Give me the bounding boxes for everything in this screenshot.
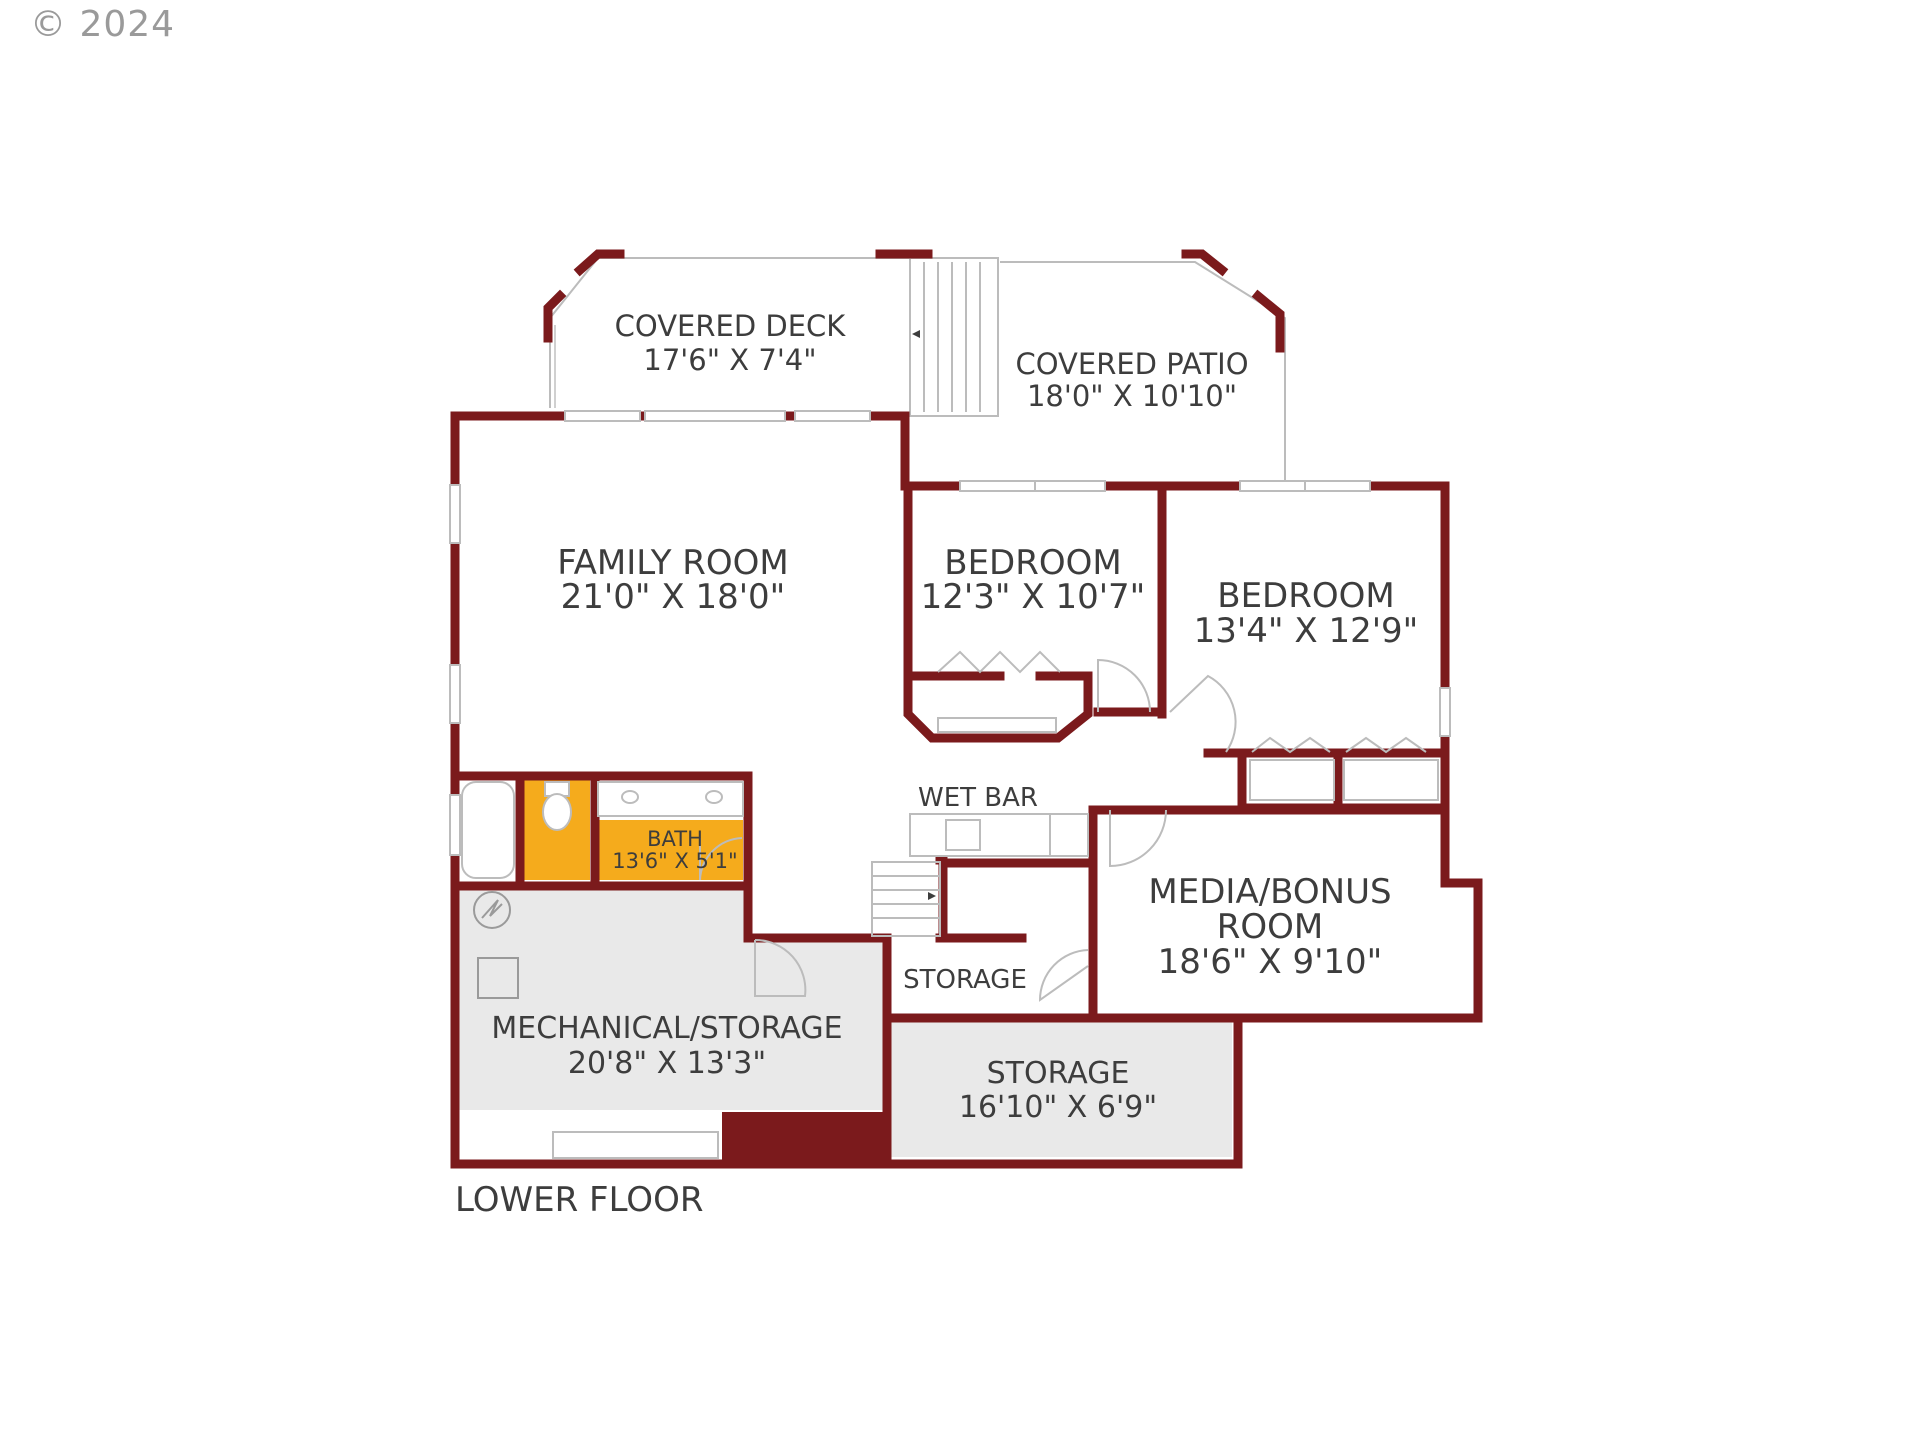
bedroom-1-name: BEDROOM — [944, 543, 1121, 583]
storage-large-name: STORAGE — [987, 1056, 1130, 1091]
bath-name: BATH — [647, 827, 703, 851]
wet-bar-name: WET BAR — [918, 783, 1038, 813]
covered-patio-outline — [1000, 261, 1286, 480]
storage-large-fill — [890, 1022, 1232, 1157]
bath-fixtures — [461, 781, 744, 879]
storage-large-dims: 16'10" X 6'9" — [959, 1090, 1157, 1125]
bedroom-2-name: BEDROOM — [1217, 576, 1394, 616]
family-room-dims: 21'0" X 18'0" — [561, 577, 786, 617]
mechanical-fixtures — [473, 891, 519, 999]
family-room-name: FAMILY ROOM — [557, 543, 789, 583]
covered-patio-dims: 18'0" X 10'10" — [1027, 379, 1237, 413]
covered-deck-outline — [549, 257, 910, 408]
outdoor-outlines — [549, 257, 1286, 480]
interior-stairs — [871, 861, 941, 937]
room-labels: COVERED DECK 17'6" X 7'4" COVERED PATIO … — [455, 309, 1418, 1220]
media-bonus-name-line2: ROOM — [1217, 907, 1323, 947]
windows — [449, 410, 1451, 1159]
bedroom-1-dims: 12'3" X 10'7" — [921, 577, 1146, 617]
floor-label: LOWER FLOOR — [455, 1180, 703, 1220]
walls — [450, 411, 1483, 1169]
deck-stair-treads — [923, 262, 981, 412]
covered-patio-name: COVERED PATIO — [1015, 347, 1248, 381]
doors — [699, 658, 1237, 1002]
bath-dims: 13'6" X 5'1" — [612, 849, 737, 873]
copyright-notice: © 2024 — [30, 4, 176, 45]
bath-vanity-area-fill — [598, 820, 743, 880]
closet-fixtures — [937, 650, 1439, 801]
covered-deck-dims: 17'6" X 7'4" — [643, 343, 816, 377]
storage-small-name: STORAGE — [903, 965, 1027, 995]
mechanical-storage-dims: 20'8" X 13'3" — [568, 1046, 766, 1081]
bedroom-2-dims: 13'4" X 12'9" — [1194, 611, 1419, 651]
media-bonus-dims: 18'6" X 9'10" — [1158, 942, 1383, 982]
covered-deck-name: COVERED DECK — [615, 309, 847, 343]
media-bonus-name-line1: MEDIA/BONUS — [1148, 872, 1391, 912]
mechanical-storage-name: MECHANICAL/STORAGE — [491, 1011, 842, 1046]
stair-arrow — [912, 330, 920, 338]
deck-wall-segments — [543, 249, 1285, 353]
wet-bar-counter — [909, 813, 1089, 857]
mechanical-wall-block — [722, 1112, 890, 1166]
deck-stairs — [909, 257, 999, 417]
